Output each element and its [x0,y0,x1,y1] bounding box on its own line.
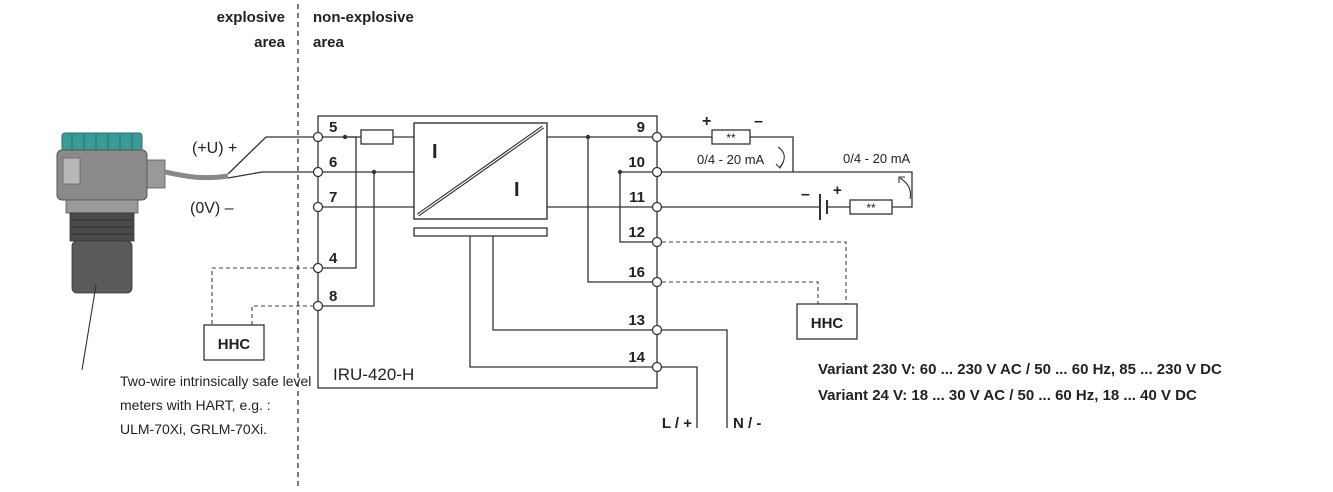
power-supply-bar [413,227,548,237]
terminal-6 [312,166,324,178]
hhc-left-box [203,324,265,361]
terminal-16 [651,276,663,288]
terminal-7 [312,201,324,213]
output2-minus: – [801,186,810,203]
sensor-caption-3: ULM-70Xi, GRLM-70Xi. [120,421,267,437]
terminal-label-12: 12 [628,224,645,241]
converter-input-symbol: I [432,141,438,163]
terminal-14 [651,361,663,373]
output1-current-label: 0/4 - 20 mA [697,152,765,167]
sensor-caption-2: meters with HART, e.g. : [120,397,271,413]
terminal-label-4: 4 [329,250,338,267]
terminal-label-9: 9 [637,119,645,136]
input-resistor [360,129,394,145]
variant-24v-spec: Variant 24 V: 18 ... 30 V AC / 50 ... 60… [818,387,1197,404]
nonexplosive-area-label-1: non-explosive [313,9,414,26]
power-lead-n [662,329,728,428]
terminal-label-16: 16 [628,264,645,281]
hart-dashed-wire-left-2 [251,305,314,325]
sensor-plus-label: (+U) + [192,140,237,157]
terminal-12 [651,236,663,248]
terminal-8 [312,300,324,312]
terminal-5 [312,131,324,143]
terminal-13 [651,324,663,336]
device-name: IRU-420-H [333,365,414,384]
converter-output-symbol: I [514,179,520,201]
sensor-wire-plus [227,136,316,175]
terminal-9 [651,131,663,143]
power-l-label: L / + [662,415,692,432]
output2-plus: + [833,182,842,199]
output2-resistor-label: ** [866,201,876,215]
sensor-wire-minus [227,171,316,179]
terminal-label-13: 13 [628,312,645,329]
explosive-area-label-2: area [254,34,286,51]
terminal-4 [312,262,324,274]
hart-dashed-wire-right-2 [662,281,819,304]
hhc-right-box [796,303,858,340]
variant-230v-spec: Variant 230 V: 60 ... 230 V AC / 50 ... … [818,361,1222,378]
terminal-label-5: 5 [329,119,337,136]
terminal-10 [651,166,663,178]
sensor-caption-1: Two-wire intrinsically safe level [120,373,311,389]
output1-resistor-label: ** [726,131,736,145]
terminal-label-8: 8 [329,288,337,305]
output2-current-label: 0/4 - 20 mA [843,151,911,166]
terminal-label-11: 11 [629,189,645,206]
terminal-label-10: 10 [628,154,645,171]
hart-dashed-wire-left-1 [211,267,314,325]
power-lead-l [662,366,698,428]
terminal-11 [651,201,663,213]
nonexplosive-area-label-2: area [313,34,345,51]
device-enclosure [317,115,658,389]
hart-dashed-wire-right-1 [662,241,847,304]
terminal-label-6: 6 [329,154,337,171]
hhc-left-label: HHC [218,336,251,353]
hhc-right-label: HHC [811,315,844,332]
terminal-label-7: 7 [329,189,337,206]
terminal-label-14: 14 [628,349,645,366]
output1-minus: – [754,113,763,130]
output1-plus: + [702,113,711,130]
level-meter-sensor [56,132,229,371]
power-n-label: N / - [733,415,761,432]
sensor-minus-label: (0V) – [190,200,234,217]
explosive-area-label-1: explosive [217,9,285,26]
